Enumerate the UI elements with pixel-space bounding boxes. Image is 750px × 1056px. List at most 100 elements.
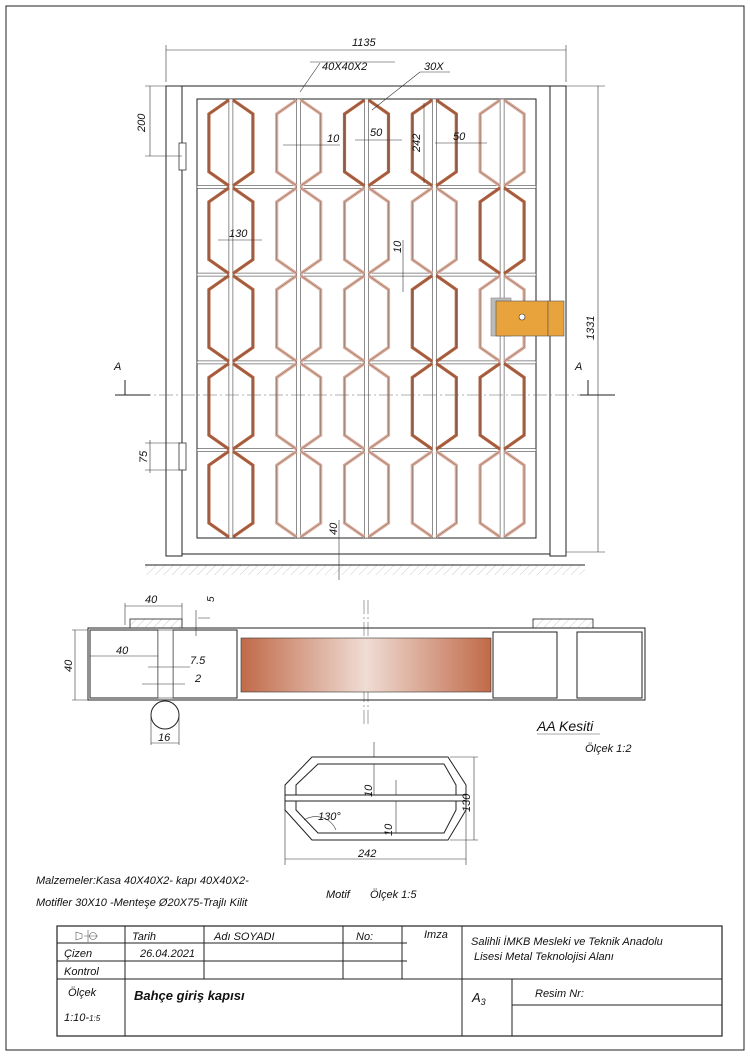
- motif-outline: [503, 99, 525, 186]
- motif-outline: [232, 451, 254, 538]
- hinge-upper: [178, 142, 187, 171]
- section-scale: Ölçek 1:2: [585, 743, 631, 755]
- motif-outline: [208, 363, 230, 450]
- motif-half-hexagon: [478, 449, 502, 539]
- motif-outline: [344, 187, 365, 274]
- motif-outline: [503, 187, 525, 274]
- motif-outline: [368, 451, 389, 538]
- motif-half-hexagon: [410, 274, 434, 363]
- motif-half-hexagon: [503, 449, 526, 539]
- motif-half-hexagon: [207, 274, 230, 363]
- section-mark-right: A: [574, 361, 582, 373]
- motif-outline: [344, 99, 365, 186]
- motif-half-hexagon: [275, 98, 298, 188]
- motif-outline: [436, 451, 457, 538]
- gate-front-view: A A 1135 40X40X2 30X 200 1331 10 50 242 …: [113, 37, 615, 580]
- motif-outline: [436, 187, 457, 274]
- motif-half-hexagon: [231, 449, 255, 539]
- motif-outline: [232, 99, 254, 186]
- motif-outline: [300, 187, 321, 274]
- motif-outline: [412, 451, 433, 538]
- motif-outline: [276, 187, 297, 274]
- sec-dim-16: 16: [158, 732, 171, 744]
- school-name-line-2: Lisesi Metal Teknolojisi Alanı: [474, 951, 614, 963]
- label-frame-profile: 40X40X2: [322, 61, 367, 73]
- motif-outline: [479, 187, 501, 274]
- dim-width-1135: 1135: [352, 37, 377, 49]
- motif-outline: [368, 187, 389, 274]
- sec-dim-40-top: 40: [145, 594, 158, 606]
- dim-75: 75: [138, 450, 150, 463]
- motif-outline: [232, 187, 254, 274]
- motif-outline: [503, 451, 525, 538]
- motif-dim-242: 242: [357, 848, 376, 860]
- horizontal-rails: [196, 98, 537, 539]
- motif-outline: [412, 275, 433, 362]
- drawn-by-label: Çizen: [64, 948, 92, 960]
- section-title: AA Kesiti: [536, 718, 594, 734]
- motif-outline: [208, 187, 230, 274]
- motif-half-hexagon: [410, 449, 434, 539]
- motif-half-hexagon: [299, 449, 323, 539]
- dim-50-left: 50: [370, 127, 383, 139]
- motif-outline: [479, 363, 501, 450]
- materials-line-1: Malzemeler:Kasa 40X40X2- kapı 40X40X2-: [36, 875, 249, 887]
- motif-half-hexagon: [367, 186, 391, 275]
- sec-dim-7-5: 7.5: [190, 655, 206, 667]
- vertical-bar: [364, 98, 369, 539]
- motif-dim-130: 130: [461, 793, 473, 812]
- motif-outline: [300, 99, 321, 186]
- motif-outline: [368, 275, 389, 362]
- motif-outline: [436, 363, 457, 450]
- motif-half-hexagon: [275, 274, 298, 363]
- motif-label: Motif: [326, 889, 351, 901]
- header-date: Tarih: [132, 931, 156, 943]
- motif-outline: [412, 99, 433, 186]
- dim-130: 130: [229, 228, 248, 240]
- motif-half-hexagon: [231, 274, 255, 363]
- dim-10-rail: 10: [392, 240, 404, 253]
- title-block: Tarih Adı SOYADI No: Imza Çizen 26.04.20…: [56, 925, 723, 1037]
- motif-detail: 10 10 130 130° 242 Motif Ölçek 1:5: [284, 742, 478, 901]
- motif-outline: [208, 275, 230, 362]
- motif-half-hexagon: [342, 98, 366, 188]
- motif-half-hexagon: [299, 362, 323, 451]
- header-name: Adı SOYADI: [213, 931, 275, 943]
- motif-half-hexagon: [207, 362, 230, 451]
- projection-symbol-icon: [75, 930, 98, 942]
- section-mark-left: A: [113, 361, 121, 373]
- motif-half-hexagon: [275, 186, 298, 275]
- scale-value: 1:10-1:5: [64, 1012, 101, 1024]
- motif-outline: [368, 99, 389, 186]
- school-name-line-1: Salihli İMKB Mesleki ve Teknik Anadolu: [471, 936, 663, 948]
- vertical-bar: [431, 98, 437, 539]
- motif-half-hexagon: [207, 449, 230, 539]
- checked-label: Kontrol: [64, 966, 99, 978]
- motif-outline: [300, 363, 321, 450]
- vertical-bar: [228, 98, 234, 539]
- motif-half-hexagon: [299, 98, 323, 188]
- motif-outline: [300, 451, 321, 538]
- sec-dim-2: 2: [194, 673, 201, 685]
- motif-half-hexagon: [478, 186, 502, 275]
- motif-half-hexagon: [410, 186, 434, 275]
- motif-outline: [276, 451, 297, 538]
- motif-half-hexagon: [367, 362, 391, 451]
- motif-half-hexagon: [231, 362, 255, 451]
- motif-scale: Ölçek 1:5: [370, 889, 417, 901]
- scale-label: Ölçek: [68, 987, 97, 999]
- motif-outline: [368, 363, 389, 450]
- motif-outline: [276, 275, 297, 362]
- motif-half-hexagon: [342, 186, 366, 275]
- drawing-title: Bahçe giriş kapısı: [134, 988, 245, 1003]
- motif-outline: [344, 451, 365, 538]
- motif-outline: [232, 363, 254, 450]
- motif-outline: [300, 275, 321, 362]
- motif-grid: [207, 98, 526, 539]
- dim-1331: 1331: [585, 316, 597, 340]
- label-motif-count: 30X: [424, 61, 444, 73]
- dim-200: 200: [136, 113, 148, 133]
- dim-50-right: 50: [453, 131, 466, 143]
- motif-half-hexagon: [503, 98, 526, 188]
- motif-outline: [208, 99, 230, 186]
